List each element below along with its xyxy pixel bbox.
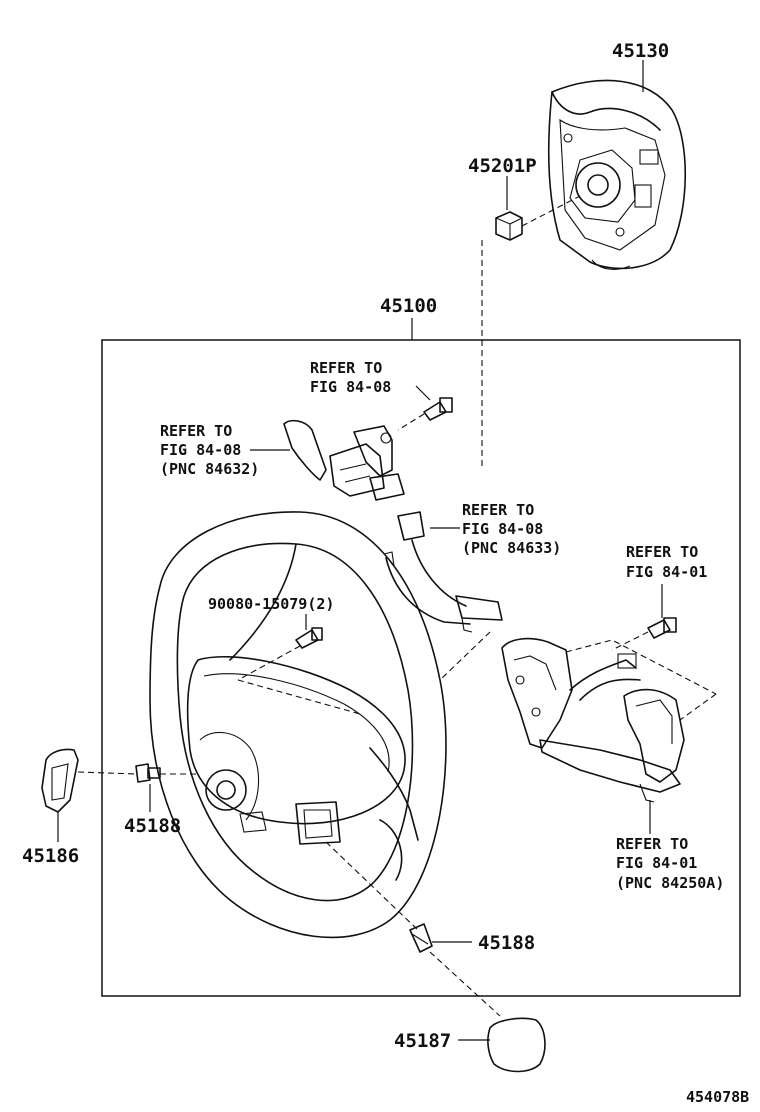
top-bolt-drawing (397, 397, 453, 431)
part-label-left-screw: 45188 (124, 815, 181, 837)
figure-id: 454078B (686, 1088, 749, 1106)
steering-wheel-drawing (149, 511, 447, 939)
wire-down-dash (439, 631, 491, 681)
ref-top-line2: FIG 84-08 (310, 378, 391, 396)
screw-bolt-dash (237, 645, 361, 715)
ref-wire-mid-line2: FIG 84-08 (462, 520, 543, 538)
side-cover-drawing (41, 748, 137, 813)
part-label-bottom-screw: 45188 (478, 932, 535, 954)
right-switch-assy-drawing (501, 637, 685, 803)
wire-harness-drawing (383, 511, 503, 633)
left-screw-drawing (135, 763, 200, 783)
ref-top-leader (415, 385, 431, 401)
bottom-screw-dash-down (429, 951, 501, 1017)
assembly-boundary-box (101, 339, 741, 997)
right-switch-dash-b (679, 693, 717, 721)
part-label-screw-bolt: 90080-15079(2) (208, 595, 334, 613)
lower-cover-drawing (487, 1017, 546, 1073)
paddle-switch-drawing (283, 419, 405, 501)
ref-switch-left-line2: FIG 84-08 (160, 441, 241, 459)
part-label-airbag: 45130 (612, 40, 669, 62)
ref-switch-left-line3: (PNC 84632) (160, 460, 259, 478)
bottom-screw-drawing (409, 923, 433, 953)
ref-right-switch-line1: REFER TO (616, 835, 688, 853)
right-switch-dash-a (565, 639, 717, 695)
ref-switch-left-line1: REFER TO (160, 422, 232, 440)
ref-wire-mid-line3: (PNC 84633) (462, 539, 561, 557)
airbag-drawing (547, 79, 687, 270)
ref-right-switch-line2: FIG 84-01 (616, 854, 697, 872)
ref-right-bolt-line1: REFER TO (626, 543, 698, 561)
ref-wire-mid-line1: REFER TO (462, 501, 534, 519)
nut-to-airbag-dash (521, 195, 581, 227)
ref-right-switch-line3: (PNC 84250A) (616, 874, 724, 892)
part-label-side-cover: 45186 (22, 845, 79, 867)
part-label-steering-wheel-assy: 45100 (380, 295, 437, 317)
airbag-nut-drawing (495, 211, 523, 241)
ref-top-line1: REFER TO (310, 359, 382, 377)
screw-bolt-drawing (295, 627, 323, 649)
part-label-lower-cover: 45187 (394, 1030, 451, 1052)
bottom-screw-dash-up (325, 841, 419, 931)
part-label-airbag-nut: 45201P (468, 155, 537, 177)
ref-right-bolt-line2: FIG 84-01 (626, 563, 707, 581)
right-bolt-drawing (611, 617, 677, 651)
